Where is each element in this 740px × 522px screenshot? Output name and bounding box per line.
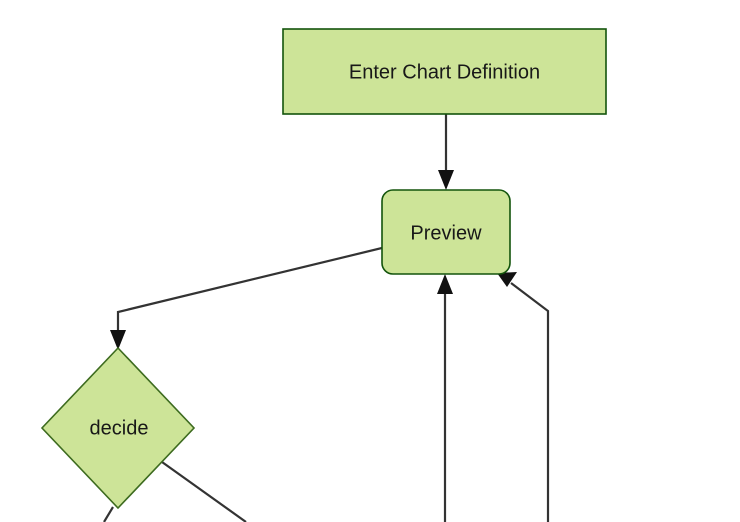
- node-decide[interactable]: decide: [40, 346, 196, 510]
- edge-line: [116, 246, 383, 334]
- arrow-head-icon: [110, 330, 126, 350]
- node-shape-diamond[interactable]: [40, 346, 196, 510]
- edge-decide-down-right: [161, 461, 247, 522]
- node-label-enter-chart-definition: Enter Chart Definition: [349, 61, 540, 83]
- node-label-preview: Preview: [410, 222, 482, 244]
- node-enter-chart-definition[interactable]: Enter Chart Definition: [282, 28, 607, 115]
- node-shape-rectangle[interactable]: [282, 28, 607, 115]
- node-shape-rounded-rectangle[interactable]: [381, 189, 511, 275]
- edge-line: [161, 461, 247, 522]
- edge-line: [103, 506, 114, 522]
- edge-bottom-right-to-preview: [497, 272, 550, 522]
- arrow-head-icon: [497, 272, 517, 287]
- edge-line: [510, 282, 550, 522]
- edge-preview-to-decide: [110, 246, 383, 350]
- node-preview[interactable]: Preview: [381, 189, 511, 275]
- edge-enter-to-preview: [438, 114, 454, 190]
- edge-bottom-center-to-preview: [437, 274, 453, 522]
- arrow-head-icon: [438, 170, 454, 190]
- arrow-head-icon: [437, 274, 453, 294]
- node-label-decide: decide: [90, 417, 149, 439]
- edge-decide-down-left: [103, 506, 114, 522]
